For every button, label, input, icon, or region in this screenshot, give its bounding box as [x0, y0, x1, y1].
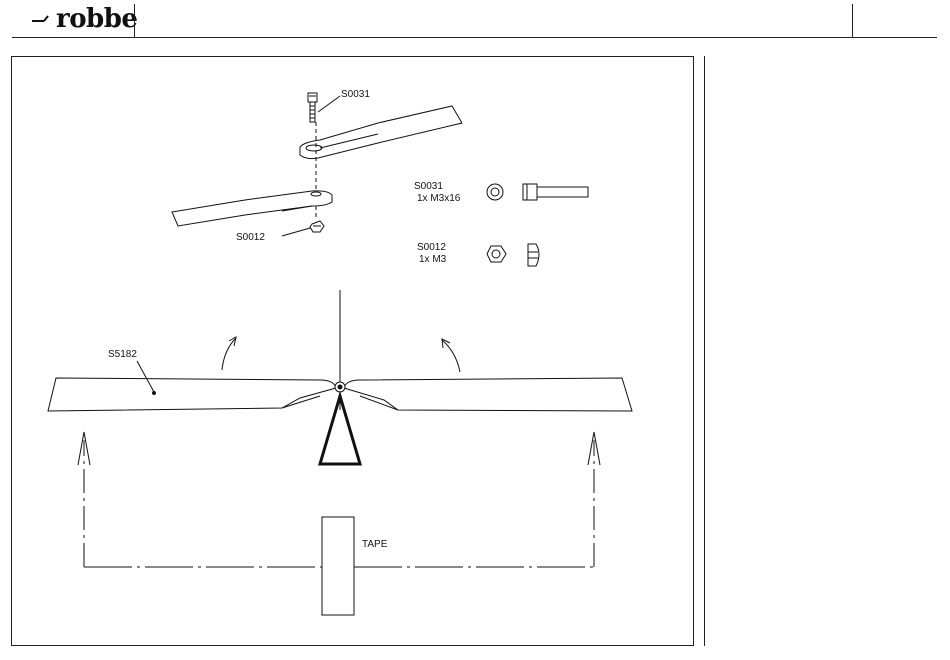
cap-screw-icon: [523, 184, 588, 200]
nut-side-icon: [528, 244, 539, 266]
washer-icon: [487, 184, 503, 200]
small-nut-icon: [310, 221, 324, 232]
main-rotor-assembly: [48, 290, 632, 464]
callout-s0012: S0012: [236, 232, 265, 243]
curved-arrow-right-icon: [442, 340, 460, 372]
part-code-1: S0031: [414, 181, 443, 192]
part-qty-2: 1x M3: [419, 254, 447, 265]
upper-blade-assembly: [172, 93, 462, 236]
callout-s0031: S0031: [341, 89, 370, 100]
part-qty-1: 1x M3x16: [417, 193, 461, 204]
tape-strip: [322, 517, 354, 615]
callout-s5182: S5182: [108, 349, 137, 360]
hex-nut-icon: [487, 246, 506, 262]
part-code-2: S0012: [417, 242, 446, 253]
tape-label: TAPE: [362, 539, 388, 550]
vertical-screw-icon: [308, 93, 317, 122]
parts-list: S0031 1x M3x16 S0012 1x M3: [414, 181, 588, 266]
curved-arrow-left-icon: [222, 338, 236, 370]
